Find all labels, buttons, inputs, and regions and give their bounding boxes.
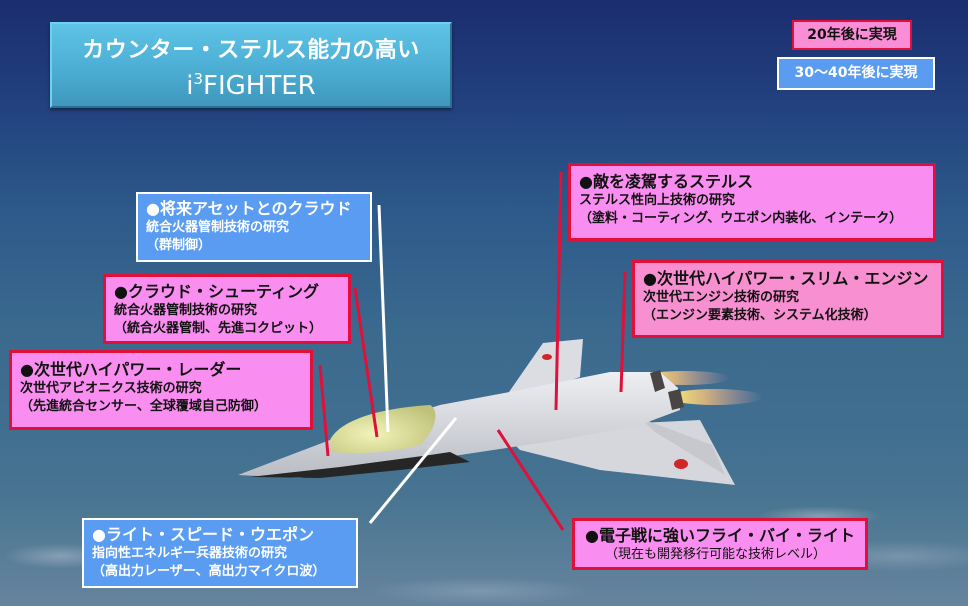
callout-cloud-shooting: ●クラウド・シューティング 統合火器管制技術の研究 （統合火器管制、先進コクピッ…: [103, 274, 351, 344]
callout-line: （エンジン要素技術、システム化技術）: [643, 308, 877, 323]
callout-radar: ●次世代ハイパワー・レーダー 次世代アビオニクス技術の研究 （先進統合センサー、…: [9, 350, 313, 430]
callout-heading: ●クラウド・シューティング: [114, 282, 320, 301]
callout-line: （先進統合センサー、全球覆域自己防御）: [20, 399, 267, 414]
connector-lines: [318, 171, 627, 531]
callout-stealth: ●敵を凌駕するステルス ステルス性向上技術の研究 （塗料・コーティング、ウエポン…: [568, 163, 936, 241]
callout-line: （高出力レーザー、高出力マイクロ波）: [92, 564, 326, 579]
callout-line: 次世代アビオニクス技術の研究: [20, 381, 202, 396]
title-prefix: i: [186, 71, 194, 101]
callout-heading: ●敵を凌駕するステルス: [579, 172, 753, 191]
callout-line: 統合火器管制技術の研究: [114, 303, 258, 318]
legend-near-term: 20年後に実現: [792, 20, 912, 50]
title-subtitle: カウンター・ステルス能力の高い: [82, 38, 420, 63]
callout-heading: ●ライト・スピード・ウエポン: [92, 525, 314, 544]
callout-line: 指向性エネルギー兵器技術の研究: [92, 546, 288, 561]
title-banner: カウンター・ステルス能力の高い i3FIGHTER: [50, 22, 452, 108]
title-superscript: 3: [193, 70, 204, 88]
callout-light-speed-weapon: ●ライト・スピード・ウエポン 指向性エネルギー兵器技術の研究 （高出力レーザー、…: [82, 518, 358, 588]
title-suffix: FIGHTER: [203, 71, 316, 101]
callout-heading: ●将来アセットとのクラウド: [146, 199, 352, 218]
callout-heading: ●次世代ハイパワー・レーダー: [20, 360, 242, 379]
callout-line: （現在も開発移行可能な技術レベル）: [605, 547, 827, 562]
callout-fly-by-light: ●電子戦に強いフライ・バイ・ライト （現在も開発移行可能な技術レベル）: [572, 518, 868, 570]
callout-line: 統合火器管制技術の研究: [146, 220, 290, 235]
callout-line: （塗料・コーティング、ウエポン内装化、インテーク）: [579, 211, 903, 226]
legend-long-term: 30〜40年後に実現: [777, 57, 935, 90]
callout-cloud-assets: ●将来アセットとのクラウド 統合火器管制技術の研究 （群制御）: [136, 192, 372, 262]
callout-heading: ●次世代ハイパワー・スリム・エンジン: [643, 269, 929, 288]
title-main: i3FIGHTER: [52, 70, 450, 101]
callout-line: 次世代エンジン技術の研究: [643, 290, 800, 305]
callout-line: （統合火器管制、先進コクピット）: [114, 321, 323, 336]
callout-line: （群制御）: [146, 238, 212, 253]
callout-engine: ●次世代ハイパワー・スリム・エンジン 次世代エンジン技術の研究 （エンジン要素技…: [632, 260, 944, 338]
callout-line: ステルス性向上技術の研究: [579, 193, 736, 208]
callout-heading: ●電子戦に強いフライ・バイ・ライト: [585, 526, 855, 545]
